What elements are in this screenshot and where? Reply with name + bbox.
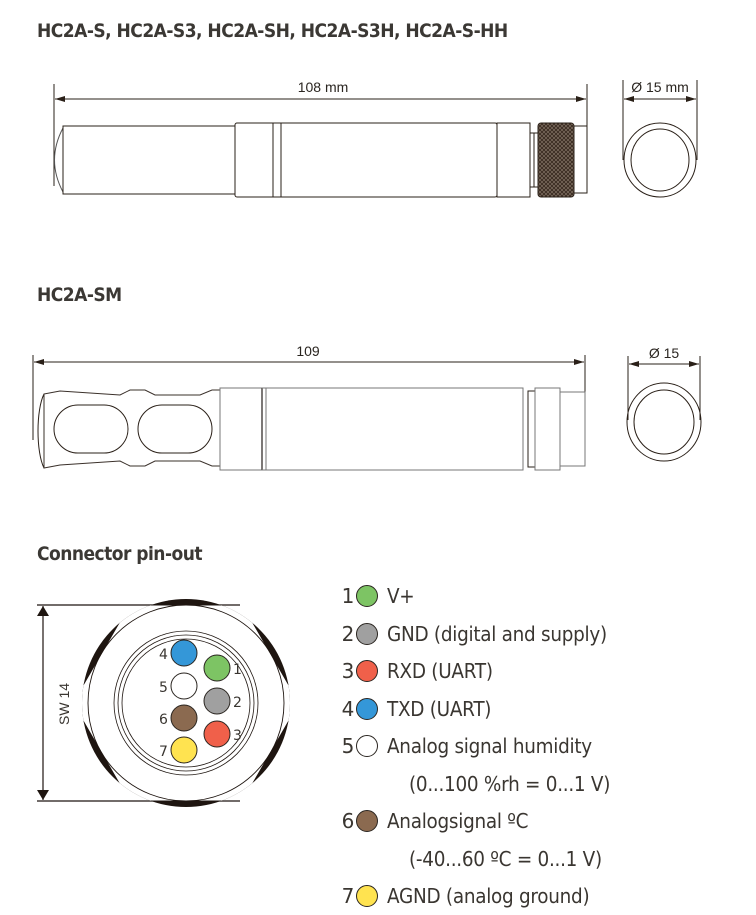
filter-slot bbox=[53, 404, 129, 454]
legend-pin-label: Analog signal humidity bbox=[387, 734, 592, 758]
end-view-inner-circle bbox=[633, 389, 695, 455]
pin-1-contact bbox=[203, 654, 231, 682]
wrench-size-label: SW 14 bbox=[56, 683, 72, 725]
legend-pin-range: (-40...60 ºC = 0...1 V) bbox=[409, 846, 602, 871]
probe-sm-side-view bbox=[32, 355, 586, 471]
legend-pin-label: V+ bbox=[387, 584, 415, 608]
section-title-connector: Connector pin-out bbox=[37, 543, 203, 565]
pin-1-number: 1 bbox=[233, 662, 242, 678]
legend-row-pin-4: 4 TXD (UART) bbox=[338, 694, 500, 724]
pin-7-number: 7 bbox=[159, 744, 168, 760]
diameter-label-15mm: Ø 15 mm bbox=[631, 79, 689, 95]
legend-row-pin-7: 7 AGND (analog ground) bbox=[338, 881, 607, 911]
legend-color-dot bbox=[356, 810, 378, 832]
pin-5-number: 5 bbox=[159, 680, 168, 696]
probe-main-body bbox=[234, 122, 498, 198]
probe-s-side-view bbox=[53, 84, 588, 198]
legend-pin-label: TXD (UART) bbox=[387, 696, 492, 721]
body-end-segment bbox=[496, 122, 531, 198]
legend-row-pin-3: 3 RXD (UART) bbox=[338, 656, 502, 686]
legend-pin-range: (0...100 %rh = 0...1 V) bbox=[409, 771, 611, 796]
section-title-probe-s: HC2A-S, HC2A-S3, HC2A-SH, HC2A-S3H, HC2A… bbox=[37, 20, 508, 42]
length-label-109: 109 bbox=[296, 343, 320, 359]
probe-tip-cap bbox=[54, 127, 64, 193]
probe-sm-end-view bbox=[626, 356, 702, 462]
legend-row-pin-5: 5 Analog signal humidity bbox=[338, 731, 610, 761]
connector-ring bbox=[527, 390, 536, 468]
end-view-inner-circle bbox=[630, 128, 690, 192]
connector-body bbox=[534, 387, 561, 471]
end-view-outer-circle bbox=[626, 382, 702, 462]
section-title-probe-sm: HC2A-SM bbox=[37, 284, 122, 306]
filter-tip-cap bbox=[37, 393, 45, 469]
probe-collar bbox=[219, 387, 263, 471]
legend-pin-number: 3 bbox=[341, 659, 355, 683]
pin-2-contact bbox=[203, 687, 231, 715]
diameter-label-15: Ø 15 bbox=[649, 345, 680, 361]
filter-slot bbox=[137, 404, 213, 454]
pin-4-number: 4 bbox=[159, 647, 168, 663]
length-label-108: 108 mm bbox=[298, 79, 349, 95]
legend-row-pin-6: 6 Analogsignal ºC bbox=[338, 806, 541, 836]
pin-6-number: 6 bbox=[159, 712, 168, 728]
pin-3-number: 3 bbox=[233, 728, 242, 744]
pin-3-contact bbox=[203, 720, 231, 748]
hex-nut-flats bbox=[82, 604, 290, 802]
probe-filter-tube bbox=[62, 125, 236, 195]
legend-pin-label: GND (digital and supply) bbox=[387, 621, 607, 646]
pin-6-contact bbox=[170, 704, 198, 732]
legend-pin-number: 5 bbox=[341, 734, 355, 758]
filter-cage bbox=[43, 389, 221, 469]
connector-back bbox=[559, 391, 586, 467]
knurled-connector-nut bbox=[537, 122, 575, 198]
legend-pin-label: RXD (UART) bbox=[387, 659, 493, 683]
legend-pin-label: Analogsignal ºC bbox=[387, 809, 529, 833]
legend-pin-number: 2 bbox=[341, 621, 355, 646]
legend-color-dot bbox=[356, 735, 378, 757]
legend-pin-number: 7 bbox=[341, 884, 355, 908]
legend-row-pin-5-range: (0...100 %rh = 0...1 V) bbox=[409, 769, 628, 799]
legend-color-dot bbox=[356, 622, 378, 645]
legend-row-pin-1: 1 V+ bbox=[338, 581, 417, 611]
legend-pin-label: AGND (analog ground) bbox=[387, 884, 590, 908]
end-view-outer-circle bbox=[623, 122, 697, 198]
probe-main-body bbox=[261, 387, 524, 471]
legend-pin-number: 1 bbox=[341, 584, 355, 608]
legend-color-dot bbox=[356, 585, 378, 607]
connector-back bbox=[573, 125, 588, 194]
probe-s-end-view bbox=[622, 80, 698, 198]
legend-pin-number: 6 bbox=[341, 809, 355, 833]
pin-7-contact bbox=[170, 736, 198, 764]
connector-pins: 1 2 3 4 5 6 7 bbox=[159, 639, 242, 764]
pin-5-contact bbox=[170, 672, 198, 700]
legend-pin-number: 4 bbox=[341, 696, 355, 721]
pin-4-contact bbox=[170, 639, 198, 667]
legend-color-dot bbox=[356, 885, 378, 907]
pin-2-number: 2 bbox=[233, 695, 242, 711]
legend-row-pin-6-range: (-40...60 ºC = 0...1 V) bbox=[409, 844, 619, 874]
legend-color-dot bbox=[356, 697, 378, 720]
legend-row-pin-2: 2 GND (digital and supply) bbox=[338, 619, 626, 649]
legend-color-dot bbox=[356, 660, 378, 682]
connector-face: 1 2 3 4 5 6 7 bbox=[37, 599, 290, 807]
